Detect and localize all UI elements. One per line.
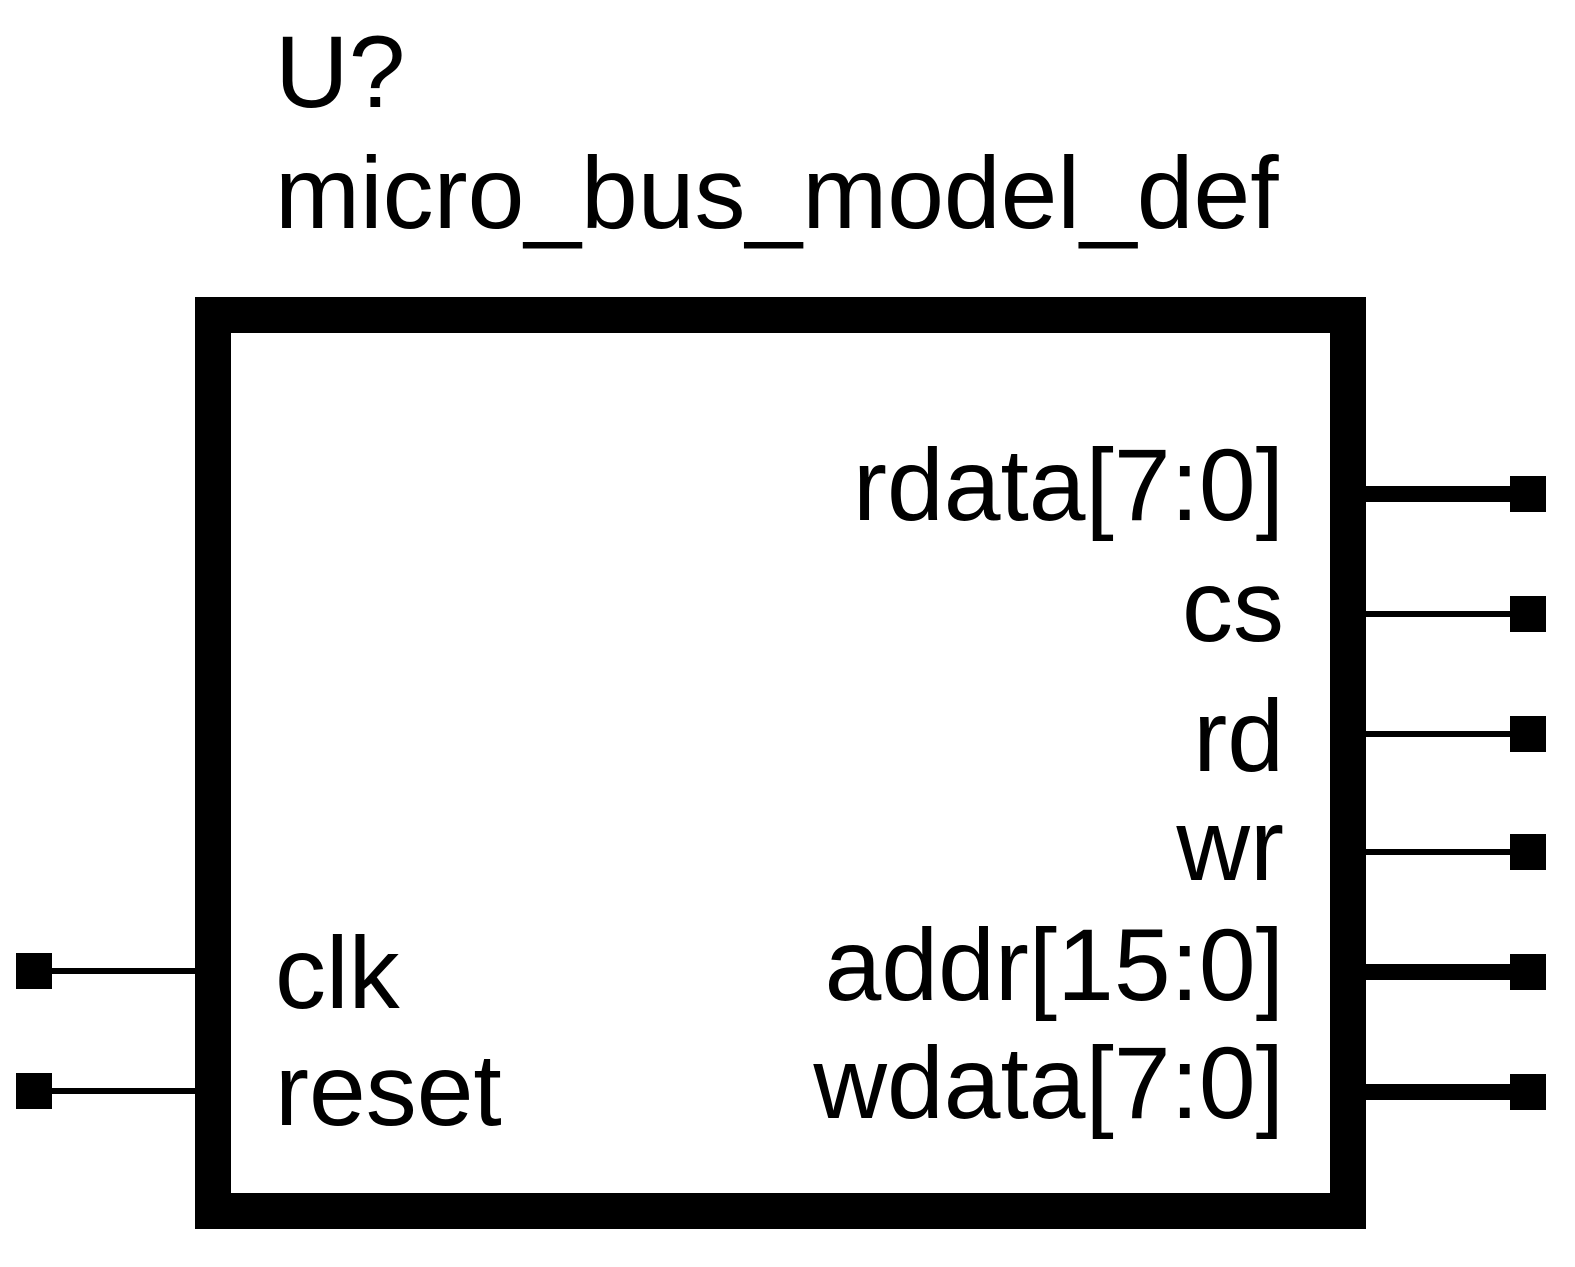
left-pin-clk[interactable]: clk [16, 916, 401, 1030]
pin-terminal[interactable] [1510, 716, 1546, 752]
pin-label-wdata: wdata[7:0] [812, 1026, 1284, 1140]
right-pin-wdata[interactable]: wdata[7:0] [812, 1026, 1546, 1140]
right-pin-rdata[interactable]: rdata[7:0] [853, 428, 1546, 542]
pin-terminal[interactable] [1510, 954, 1546, 990]
pin-terminal[interactable] [16, 953, 52, 989]
pin-label-clk: clk [275, 916, 401, 1030]
pin-terminal[interactable] [1510, 596, 1546, 632]
pin-terminal[interactable] [1510, 476, 1546, 512]
component-body [195, 297, 1366, 1229]
right-pin-cs[interactable]: cs [1182, 549, 1546, 663]
pin-label-reset: reset [275, 1033, 502, 1147]
pin-terminal[interactable] [1510, 834, 1546, 870]
left-pin-reset[interactable]: reset [16, 1033, 502, 1147]
pin-label-wr: wr [1175, 788, 1284, 902]
pin-terminal[interactable] [1510, 1074, 1546, 1110]
pin-terminal[interactable] [16, 1073, 52, 1109]
right-pin-rd[interactable]: rd [1193, 679, 1546, 793]
pin-label-cs: cs [1182, 549, 1284, 663]
pin-label-rdata: rdata[7:0] [853, 428, 1284, 542]
pin-label-addr: addr[15:0] [825, 908, 1284, 1022]
reference-designator: U? [275, 15, 405, 129]
right-pin-wr[interactable]: wr [1175, 788, 1546, 902]
component-name: micro_bus_model_def [275, 136, 1279, 250]
right-pin-addr[interactable]: addr[15:0] [825, 908, 1546, 1022]
pin-label-rd: rd [1193, 679, 1284, 793]
